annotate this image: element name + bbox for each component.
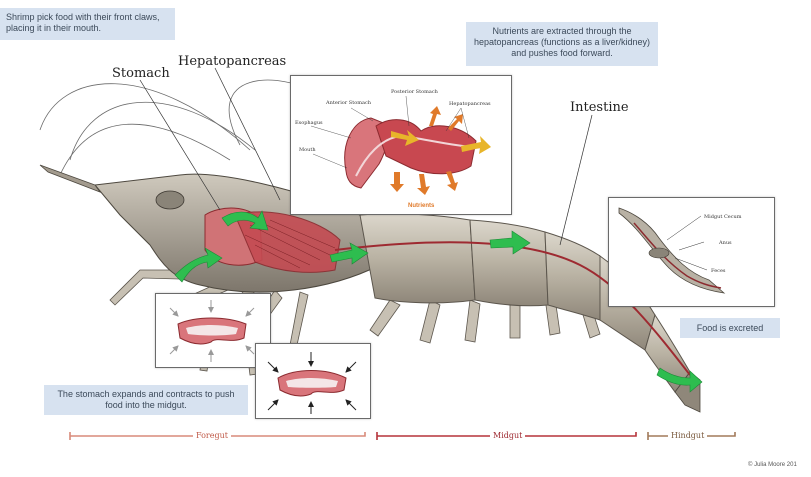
anterior-stomach-label: Anterior Stomach	[325, 100, 372, 106]
nutrients-label: Nutrients	[408, 203, 435, 209]
hepatopancreas-label: Hepatopancreas	[178, 54, 286, 69]
segment-brackets	[70, 432, 735, 440]
stomach-inset: Anterior Stomach Posterior Stomach Esoph…	[290, 75, 512, 215]
feces-label: Feces	[711, 268, 726, 274]
nutrients-callout: Nutrients are extracted through the hepa…	[466, 22, 658, 66]
esophagus-label: Esophagus	[295, 120, 323, 126]
anus-label: Anus	[718, 240, 732, 246]
excreted-callout: Food is excreted	[680, 318, 780, 338]
midgut-cecum-label: Midgut Cecum	[704, 214, 742, 220]
hindgut-inset-tail	[619, 208, 724, 293]
stomach-expands-callout: The stomach expands and contracts to pus…	[44, 385, 248, 415]
eye	[156, 191, 184, 209]
intestine-label: Intestine	[570, 100, 629, 115]
stomach-label: Stomach	[112, 66, 170, 81]
midgut-label: Midgut	[490, 431, 525, 440]
stomach-inset-organ	[345, 118, 481, 188]
stomach-contract-inset	[255, 343, 371, 419]
hindgut-inset: Midgut Cecum Anus Feces	[608, 197, 775, 307]
mouth-label: Mouth	[299, 147, 316, 153]
claws-callout: Shrimp pick food with their front claws,…	[0, 8, 175, 40]
foregut-label: Foregut	[193, 431, 231, 440]
stomach-expand-inset	[155, 293, 271, 368]
hindgut-label: Hindgut	[668, 431, 707, 440]
rostrum	[40, 165, 100, 192]
credit-text: © Julia Moore 201	[748, 462, 797, 468]
antennae	[40, 80, 320, 175]
posterior-stomach-label: Posterior Stomach	[391, 89, 439, 95]
inset-hepatopancreas-label: Hepatopancreas	[449, 101, 491, 107]
